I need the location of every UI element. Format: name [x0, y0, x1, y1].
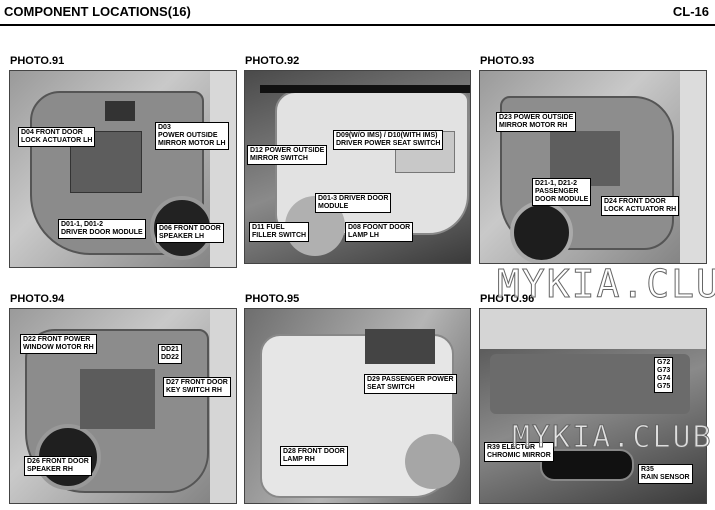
callout-d22: D22 FRONT POWER WINDOW MOTOR RH — [20, 334, 97, 354]
header-divider — [0, 24, 715, 26]
callout-d01-1: D01-1, D01-2 DRIVER DOOR MODULE — [58, 219, 146, 239]
callout-d09-d10: D09(W/O IMS) / D10(WITH IMS) DRIVER POWE… — [333, 130, 444, 150]
photo-96-label: PHOTO.96 — [480, 293, 535, 305]
callout-r35: R35 RAIN SENSOR — [638, 464, 693, 484]
callout-d06: D06 FRONT DOOR SPEAKER LH — [156, 223, 224, 243]
callout-d24: D24 FRONT DOOR LOCK ACTUATOR RH — [601, 196, 680, 216]
photo-95-image — [244, 308, 471, 504]
photo-95-label: PHOTO.95 — [245, 293, 300, 305]
callout-g72-g75: G72 G73 G74 G75 — [654, 357, 674, 393]
callout-r39: R39 ELECTOR CHROMIC MIRROR — [484, 442, 554, 462]
callout-d23: D23 POWER OUTSIDE MIRROR MOTOR RH — [496, 112, 577, 132]
callout-d01-3: D01-3 DRIVER DOOR MODULE — [315, 193, 392, 213]
watermark: MYKIA.CLUB — [512, 420, 713, 456]
photo-93-image — [479, 70, 707, 264]
callout-d27: D27 FRONT DOOR KEY SWITCH RH — [163, 377, 231, 397]
callout-d03: D03 POWER OUTSIDE MIRROR MOTOR LH — [155, 122, 229, 150]
callout-d26: D26 FRONT DOOR SPEAKER RH — [24, 456, 92, 476]
callout-d21: D21-1, D21-2 PASSENGER DOOR MODULE — [532, 178, 592, 206]
watermark: MYKIA.CLUB — [497, 262, 715, 307]
callout-d11: D11 FUEL FILLER SWITCH — [249, 222, 310, 242]
callout-d04: D04 FRONT DOOR LOCK ACTUATOR LH — [18, 127, 96, 147]
callout-dd21-dd22: DD21 DD22 — [158, 344, 182, 364]
callout-d29: D29 PASSENGER POWER SEAT SWITCH — [364, 374, 457, 394]
photo-92-label: PHOTO.92 — [245, 55, 300, 67]
photo-94-label: PHOTO.94 — [10, 293, 65, 305]
photo-93-label: PHOTO.93 — [480, 55, 535, 67]
callout-d28: D28 FRONT DOOR LAMP RH — [280, 446, 348, 466]
page-header: COMPONENT LOCATIONS(16) CL-16 — [0, 0, 715, 26]
callout-d12: D12 POWER OUTSIDE MIRROR SWITCH — [247, 145, 328, 165]
callout-d08: D08 FOONT DOOR LAMP LH — [345, 222, 414, 242]
photo-91-label: PHOTO.91 — [10, 55, 65, 67]
page-title: COMPONENT LOCATIONS(16) — [4, 4, 191, 19]
page-code: CL-16 — [672, 4, 709, 19]
